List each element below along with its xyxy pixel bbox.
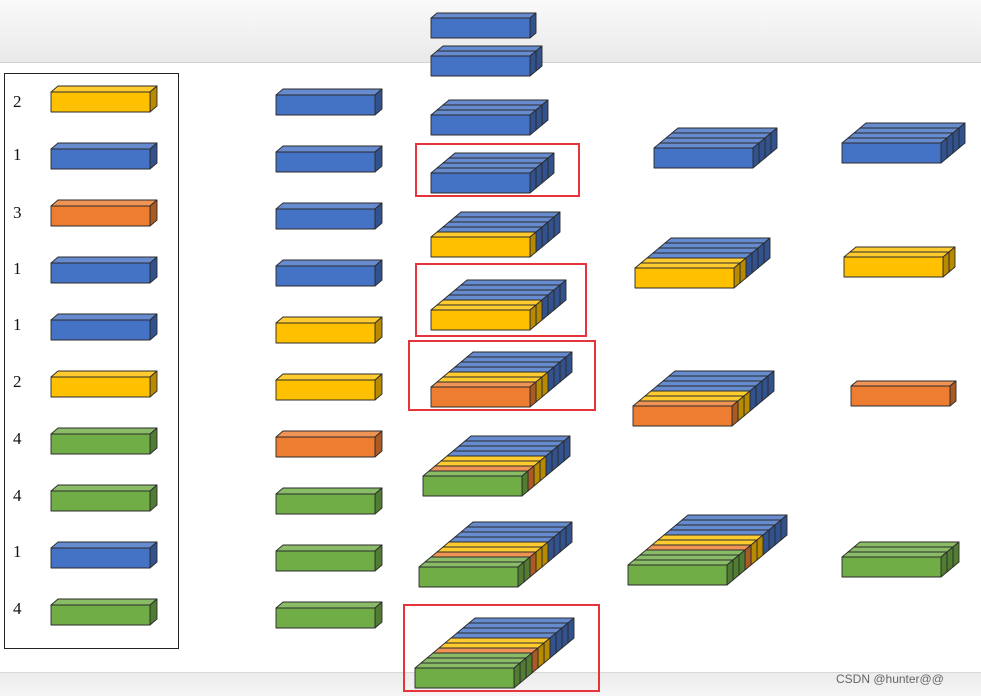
highlight-box xyxy=(403,604,600,692)
sorted-bar xyxy=(275,88,383,116)
highlight-box xyxy=(408,340,596,411)
step-group xyxy=(632,370,775,427)
sorted-bar xyxy=(275,316,383,344)
input-bar xyxy=(50,199,158,227)
sorted-bar xyxy=(275,487,383,515)
input-bar xyxy=(50,484,158,512)
stack-step xyxy=(430,152,555,194)
count-label: 4 xyxy=(13,429,22,448)
input-bar xyxy=(50,427,158,455)
highlight-box xyxy=(415,143,580,197)
count-label: 4 xyxy=(13,599,22,618)
input-bar xyxy=(50,541,158,569)
stack-step xyxy=(430,12,537,39)
count-label: 3 xyxy=(13,203,22,222)
step-group xyxy=(634,237,771,289)
watermark: CSDN @hunter@@ xyxy=(836,672,944,686)
stack-step xyxy=(414,617,575,689)
input-bar xyxy=(50,85,158,113)
count-label: 2 xyxy=(13,372,22,391)
sorted-bar xyxy=(275,544,383,572)
sorted-bar xyxy=(275,202,383,230)
count-label: 4 xyxy=(13,486,22,505)
category-group xyxy=(850,380,957,407)
sorted-bar xyxy=(275,373,383,401)
stack-step xyxy=(430,99,549,136)
category-group xyxy=(843,246,956,278)
input-bar xyxy=(50,370,158,398)
stack-step xyxy=(418,521,573,588)
category-group xyxy=(841,122,966,164)
stack-step xyxy=(430,211,561,258)
stack-step xyxy=(422,435,571,497)
step-group xyxy=(653,127,778,169)
sorted-bar xyxy=(275,430,383,458)
stack-step xyxy=(430,351,573,408)
count-label: 2 xyxy=(13,92,22,111)
stack-step xyxy=(430,279,567,331)
input-bar xyxy=(50,598,158,626)
count-label: 1 xyxy=(13,315,22,334)
category-group xyxy=(841,541,960,578)
count-label: 1 xyxy=(13,259,22,278)
input-bar xyxy=(50,313,158,341)
input-bar xyxy=(50,142,158,170)
highlight-box xyxy=(415,263,587,337)
step-group xyxy=(627,514,788,586)
stack-step xyxy=(430,45,543,77)
count-label: 1 xyxy=(13,145,22,164)
sorted-bar xyxy=(275,259,383,287)
input-bar xyxy=(50,256,158,284)
sorted-bar xyxy=(275,145,383,173)
sorted-bar xyxy=(275,601,383,629)
count-label: 1 xyxy=(13,542,22,561)
